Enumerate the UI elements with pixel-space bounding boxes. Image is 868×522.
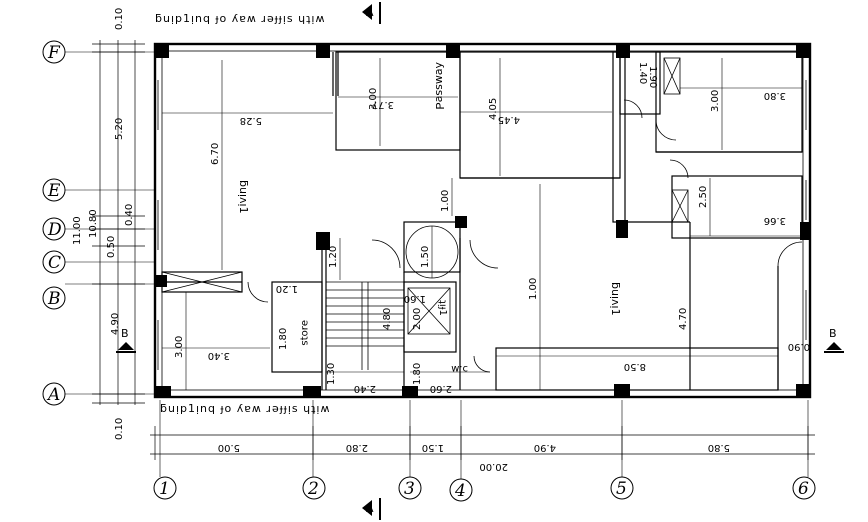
dim-0-90: 0.90: [788, 341, 810, 352]
dim-wc-h: 1.90: [647, 66, 658, 88]
left-dimension-chain: [92, 40, 145, 405]
section-b-right-marker: B: [824, 327, 844, 353]
dim-2-40: 2.40: [354, 383, 376, 394]
title-bottom: ƃuᴉp1ᴉnq ɟo ʎɐʍ ɹǝɟɟᴉs ɥʇᴉʍ: [160, 402, 330, 415]
store-label: ǝɹoʇs: [299, 320, 310, 346]
dim-overall: 11.00: [72, 216, 83, 245]
dim-room-e-w: 3.66: [764, 215, 786, 226]
lift-label: ʇᴉɟ1: [437, 300, 448, 316]
dim-c-b-total: 10.80: [88, 209, 99, 238]
dim-4-5: 4.90: [534, 442, 556, 453]
section-b-right-label: B: [829, 327, 837, 340]
room-label-living-left: ƃuᴉʌᴉ1: [237, 180, 250, 214]
section-b-left-marker: B: [116, 327, 136, 353]
grid-row-c: C: [42, 250, 155, 274]
grid-row-b: B: [42, 283, 155, 310]
section-a-top-label: A: [366, 6, 374, 19]
dim-f-e: 5.20: [114, 118, 125, 140]
dim-d-c: 0.50: [106, 236, 117, 258]
svg-text:F: F: [47, 43, 61, 63]
dim-passage-w: 3.77: [372, 99, 394, 110]
lift-shaft: [407, 287, 451, 335]
dim-stair-run: 4.80: [382, 308, 393, 330]
svg-text:4: 4: [454, 481, 466, 501]
duct-left: [161, 271, 243, 293]
dim-bed-h: 4.05: [488, 98, 499, 120]
room-dimension-lines: [162, 58, 802, 390]
dim-5-6: 5.80: [708, 442, 730, 453]
title-top: ƃuᴉp1ᴉnq ɟo ʎɐʍ ɹǝɟɟᴉs ɥʇᴉʍ: [155, 12, 325, 25]
interior-walls: [161, 51, 803, 391]
dim-e-d: 0.40: [124, 204, 135, 226]
dim-lobby-h: 1.20: [328, 246, 339, 268]
grid-col-1: 1: [153, 400, 177, 500]
section-b-left-label: B: [121, 327, 129, 340]
section-a-bottom-marker: A: [362, 498, 381, 520]
dim-lift-w: 1.60: [404, 293, 426, 304]
dim-overall-width: 20.00: [479, 461, 508, 472]
windows: [157, 80, 807, 370]
dim-hall-h: 1.00: [528, 278, 539, 300]
duct-upper: [663, 57, 681, 95]
dim-room-e-h: 2.50: [698, 186, 709, 208]
dim-living-w: 5.28: [240, 115, 262, 126]
dim-passage-h: 3.00: [368, 88, 379, 110]
dim-room-sw-w: 3.40: [208, 350, 230, 361]
columns: [155, 44, 810, 398]
grid-row-e: E: [42, 178, 155, 202]
dim-top-offset: 0.10: [114, 8, 125, 30]
dim-store-h: 1.80: [278, 328, 289, 350]
stair-treads: [326, 281, 404, 370]
dim-living-right-w: 8.50: [624, 361, 646, 372]
svg-text:E: E: [47, 181, 61, 201]
dim-living-h: 6.70: [210, 143, 221, 165]
section-a-bottom-label: A: [366, 502, 374, 515]
dim-3-4: 1.50: [422, 442, 444, 453]
dim-2-3: 2.80: [346, 442, 368, 453]
outer-walls: [153, 42, 812, 399]
dim-wc-w: 1.40: [637, 62, 648, 84]
dim-lift-h: 2.00: [412, 308, 423, 330]
svg-text:1: 1: [159, 479, 170, 499]
svg-text:A: A: [46, 385, 60, 405]
dim-1-80: 1.80: [412, 363, 423, 385]
room-label-living-right: ƃuᴉʌᴉ1: [609, 282, 622, 316]
section-a-top-marker: A: [362, 2, 381, 24]
dim-bed-w: 4.45: [498, 114, 520, 125]
dim-lobby: 1.50: [420, 246, 431, 268]
svg-text:5: 5: [616, 479, 627, 499]
bottom-dimension-chain: [150, 426, 815, 460]
dim-1-30: 1.30: [326, 363, 337, 385]
wc-label: ɔ.ʍ: [451, 363, 468, 374]
dim-store-w: 1.20: [276, 283, 298, 294]
room-label-passage: ʎɐʍssɐԀ: [433, 62, 446, 110]
duct-mid: [671, 189, 689, 223]
svg-text:D: D: [47, 220, 62, 240]
svg-text:B: B: [47, 289, 61, 309]
dim-room-ne-w: 3.80: [764, 90, 786, 101]
dim-2-60: 2.60: [430, 383, 452, 394]
dim-living-right-h: 4.70: [678, 308, 689, 330]
grid-col-6: 6: [792, 400, 816, 500]
svg-text:3: 3: [404, 479, 415, 499]
dim-bottom-offset: 0.10: [114, 418, 125, 440]
dim-b-a: 4.90: [110, 313, 121, 335]
dim-room-ne-h: 3.00: [710, 90, 721, 112]
dim-1-2: 5.00: [218, 442, 240, 453]
svg-text:C: C: [48, 253, 61, 273]
svg-text:6: 6: [798, 479, 809, 499]
dim-hall-gap: 1.00: [440, 190, 451, 212]
dim-room-sw-h: 3.00: [174, 336, 185, 358]
svg-text:2: 2: [307, 479, 319, 499]
